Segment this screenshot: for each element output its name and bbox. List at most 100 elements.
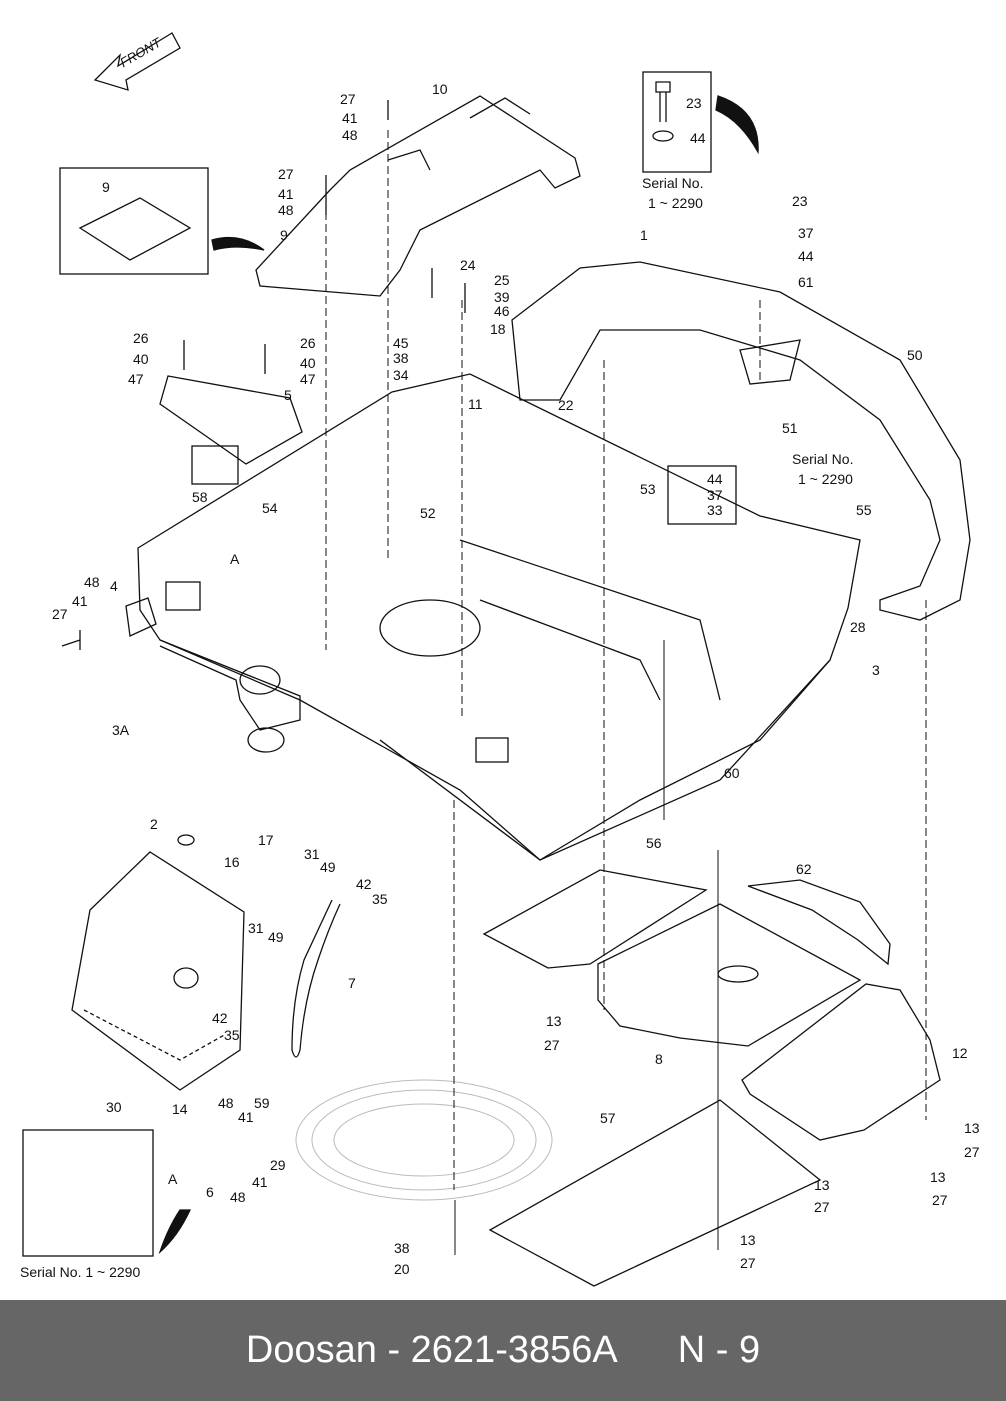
part-callout-c4: 4: [110, 578, 118, 594]
part-callout-c27h: 27: [740, 1255, 756, 1271]
part-callout-c26a: 26: [133, 330, 149, 346]
part-callout-c40a: 40: [133, 351, 149, 367]
part-callout-c37a: 37: [798, 225, 814, 241]
footer-page: N - 9: [677, 1329, 761, 1371]
part-callout-c59a: 59: [254, 1095, 270, 1111]
part-callout-c13e: 13: [740, 1232, 756, 1248]
part-callout-cser2b: 1 ~ 2290: [798, 471, 853, 487]
part-callout-c48c: 48: [84, 574, 100, 590]
inset-top-right: [642, 71, 712, 173]
part-callout-c41d: 41: [238, 1109, 254, 1125]
part-callout-c39: 39: [494, 289, 510, 305]
part-callout-c25: 25: [494, 272, 510, 288]
part-callout-c16: 16: [224, 854, 240, 870]
part-callout-c24: 24: [460, 257, 476, 273]
part-callout-c6a: 6: [206, 1184, 214, 1200]
part-callout-c28: 28: [850, 619, 866, 635]
part-callout-c29a: 29: [270, 1157, 286, 1173]
part-callout-c7: 7: [348, 975, 356, 991]
part-callout-c13a: 13: [546, 1013, 562, 1029]
part-callout-c22: 22: [558, 397, 574, 413]
part-callout-c48e: 48: [230, 1189, 246, 1205]
part-callout-c47a: 47: [128, 371, 144, 387]
part-callout-c38a: 38: [393, 350, 409, 366]
part-callout-c27b: 27: [278, 166, 294, 182]
part-callout-c34: 34: [393, 367, 409, 383]
part-callout-cA2: A: [168, 1171, 178, 1187]
part-callout-c13c: 13: [930, 1169, 946, 1185]
part-callout-c53: 53: [640, 481, 656, 497]
part-callout-c23b: 23: [792, 193, 808, 209]
part-callout-c31a: 31: [304, 846, 320, 862]
inset-bottom-left: [22, 1129, 154, 1257]
part-callout-c45: 45: [393, 335, 409, 351]
part-callout-c18: 18: [490, 321, 506, 337]
part-callout-c62: 62: [796, 861, 812, 877]
part-callout-c5: 5: [284, 387, 292, 403]
part-callout-c41c: 41: [72, 593, 88, 609]
part-callout-c48a: 48: [342, 127, 358, 143]
inset-top-left: [59, 167, 209, 275]
part-callout-c27d: 27: [544, 1037, 560, 1053]
part-callout-c41b: 41: [278, 186, 294, 202]
part-callout-c44c: 44: [707, 471, 723, 487]
part-callout-c26b: 26: [300, 335, 316, 351]
part-callout-c9a: 9: [102, 179, 110, 195]
part-callout-c17: 17: [258, 832, 274, 848]
part-callout-cser3: Serial No. 1 ~ 2290: [20, 1264, 141, 1280]
part-callout-c37b: 37: [707, 487, 723, 503]
part-callout-c13d: 13: [814, 1177, 830, 1193]
part-callout-c10: 10: [432, 81, 448, 97]
part-callout-c57: 57: [600, 1110, 616, 1126]
part-callout-c48d: 48: [218, 1095, 234, 1111]
part-callout-c1: 1: [640, 227, 648, 243]
part-callout-c3A: 3A: [112, 722, 130, 738]
part-callout-c54: 54: [262, 500, 278, 516]
part-callout-c55: 55: [856, 502, 872, 518]
part-callout-c27a: 27: [340, 91, 356, 107]
part-callout-c8: 8: [655, 1051, 663, 1067]
part-callout-c40b: 40: [300, 355, 316, 371]
part-callout-c60: 60: [724, 765, 740, 781]
part-callout-c50: 50: [907, 347, 923, 363]
parts-diagram: [22, 32, 971, 1287]
part-callout-c38b: 38: [394, 1240, 410, 1256]
part-callout-c44a: 44: [690, 130, 706, 146]
part-callout-c42b: 42: [212, 1010, 228, 1026]
part-callout-c31b: 31: [248, 920, 264, 936]
part-callout-c48b: 48: [278, 202, 294, 218]
part-callout-c49b: 49: [268, 929, 284, 945]
part-callout-c27e: 27: [964, 1144, 980, 1160]
part-callout-c3: 3: [872, 662, 880, 678]
front-arrow: [93, 32, 181, 91]
part-callout-c14a: 14: [172, 1101, 188, 1117]
part-callout-c46: 46: [494, 303, 510, 319]
part-callout-c13b: 13: [964, 1120, 980, 1136]
part-callout-c27g: 27: [932, 1192, 948, 1208]
part-callout-c56: 56: [646, 835, 662, 851]
part-callout-c51: 51: [782, 420, 798, 436]
part-callout-c58: 58: [192, 489, 208, 505]
part-callout-c20: 20: [394, 1261, 410, 1277]
part-callout-c30: 30: [106, 1099, 122, 1115]
part-callout-cA1: A: [230, 551, 240, 567]
part-callout-c42a: 42: [356, 876, 372, 892]
part-callout-c61: 61: [798, 274, 814, 290]
footer-brand: Doosan - 2621-3856A: [245, 1329, 618, 1371]
part-callout-c41e: 41: [252, 1174, 268, 1190]
part-callout-c35b: 35: [224, 1027, 240, 1043]
part-callout-c44b: 44: [798, 248, 814, 264]
part-callout-c52: 52: [420, 505, 436, 521]
footer-bar: Doosan - 2621-3856A N - 9: [0, 1300, 1006, 1401]
part-callout-c27c: 27: [52, 606, 68, 622]
part-callout-c47b: 47: [300, 371, 316, 387]
part-callout-c11: 11: [468, 396, 483, 412]
part-callout-c23a: 23: [686, 95, 702, 111]
part-callout-c41a: 41: [342, 110, 358, 126]
part-callout-c9b: 9: [280, 227, 288, 243]
part-callout-cser1: Serial No.: [642, 175, 704, 191]
part-callout-c12: 12: [952, 1045, 968, 1061]
part-callout-c33: 33: [707, 502, 723, 518]
part-callout-c27f: 27: [814, 1199, 830, 1215]
part-callout-cser1b: 1 ~ 2290: [648, 195, 703, 211]
